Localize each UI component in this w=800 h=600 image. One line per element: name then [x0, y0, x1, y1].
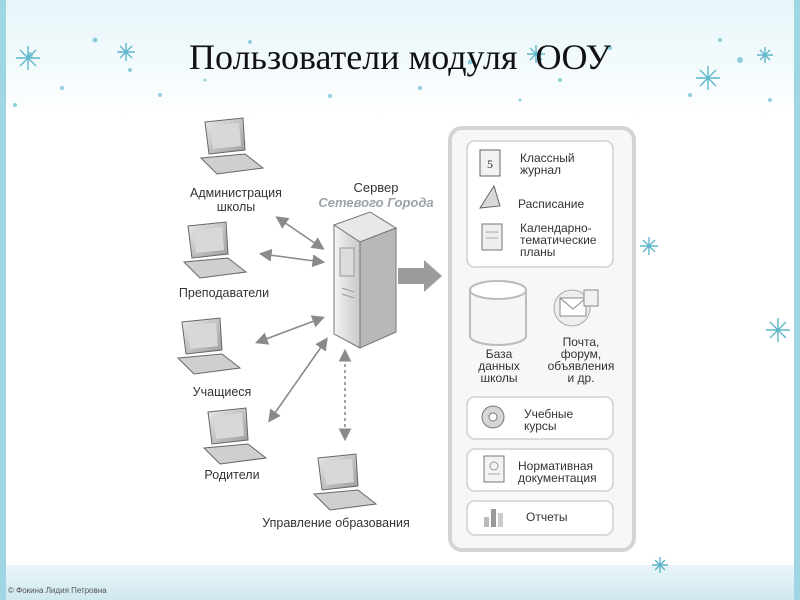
admin-computer-icon [201, 118, 263, 174]
module-schedule-label: Расписание [518, 198, 584, 210]
student-computer-icon [178, 318, 240, 374]
module-database-label: База данных школы [468, 348, 530, 384]
journal-icon-digit: 5 [487, 157, 493, 171]
connection-arrows [258, 218, 345, 438]
module-docs-label: Нормативная документация [518, 460, 597, 484]
mail-forum-icon [548, 284, 604, 332]
edu-office-computer-icon [314, 454, 376, 510]
user-label-admin-line2: школы [180, 200, 292, 214]
server-subtitle-text: Сетевого Города [306, 195, 446, 210]
server-icon [334, 212, 396, 348]
module-courses-line2: курсы [524, 420, 573, 432]
module-mail-line4: и др. [538, 372, 624, 384]
module-plans-label: Календарно- тематические планы [520, 222, 596, 258]
schedule-icon [480, 186, 500, 208]
top-card-icons: 5 [474, 148, 514, 258]
module-courses-label: Учебные курсы [524, 408, 573, 432]
courses-icon [478, 402, 508, 432]
module-database-line3: школы [468, 372, 530, 384]
user-label-students: Учащиеся [170, 385, 274, 399]
parent-computer-icon [204, 408, 266, 464]
reports-icon [480, 503, 508, 529]
user-label-admin: Администрация школы [180, 186, 292, 214]
user-label-teachers: Преподаватели [168, 286, 280, 300]
footer-credit: © Фокина Лидия Петровна [8, 586, 107, 595]
server-label: Сервер Сетевого Города [306, 180, 446, 210]
server-to-modules-arrow [398, 260, 442, 292]
user-label-parents: Родители [180, 468, 284, 482]
server-title-text: Сервер [306, 180, 446, 195]
module-reports-label: Отчеты [526, 511, 567, 523]
module-mail-label: Почта, форум, объявления и др. [538, 336, 624, 384]
module-journal-line2: журнал [520, 164, 575, 176]
user-label-edu-office: Управление образования [244, 516, 428, 530]
database-icon [466, 280, 530, 350]
module-journal-label: Классный журнал [520, 152, 575, 176]
teacher-computer-icon [184, 222, 246, 278]
module-docs-line2: документация [518, 472, 597, 484]
plans-icon [482, 224, 502, 250]
docs-icon [480, 454, 508, 484]
module-plans-line3: планы [520, 246, 596, 258]
user-label-admin-line1: Администрация [180, 186, 292, 200]
